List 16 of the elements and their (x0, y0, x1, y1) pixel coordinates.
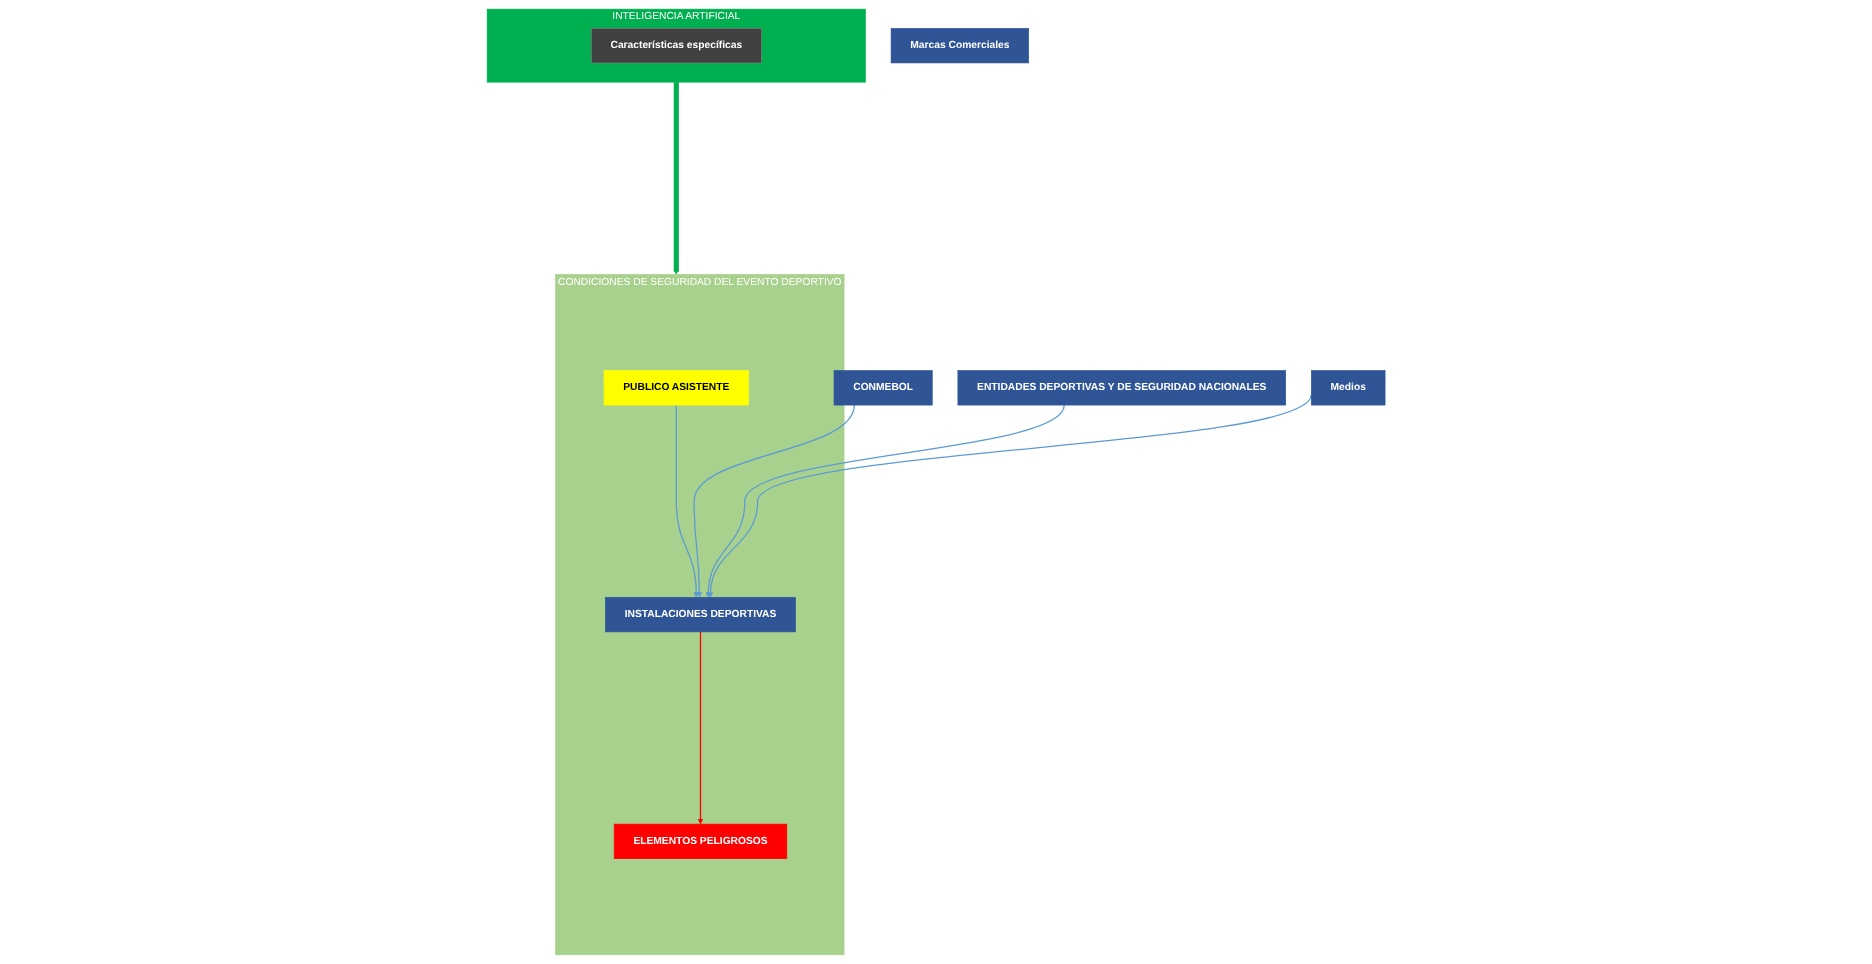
node-box (957, 370, 1286, 406)
node-box (603, 370, 749, 406)
arrow (693, 404, 855, 598)
arrow (705, 404, 1065, 598)
node-box (1310, 370, 1386, 406)
node-box (605, 597, 796, 633)
arrow (675, 404, 699, 598)
node-box (613, 823, 788, 860)
arrow (673, 82, 679, 275)
node-box (890, 28, 1029, 64)
cluster (486, 8, 866, 83)
arrow (697, 631, 704, 825)
cluster (555, 274, 845, 956)
node-box (833, 370, 933, 406)
node-box (590, 28, 762, 64)
arrow (707, 394, 1312, 598)
